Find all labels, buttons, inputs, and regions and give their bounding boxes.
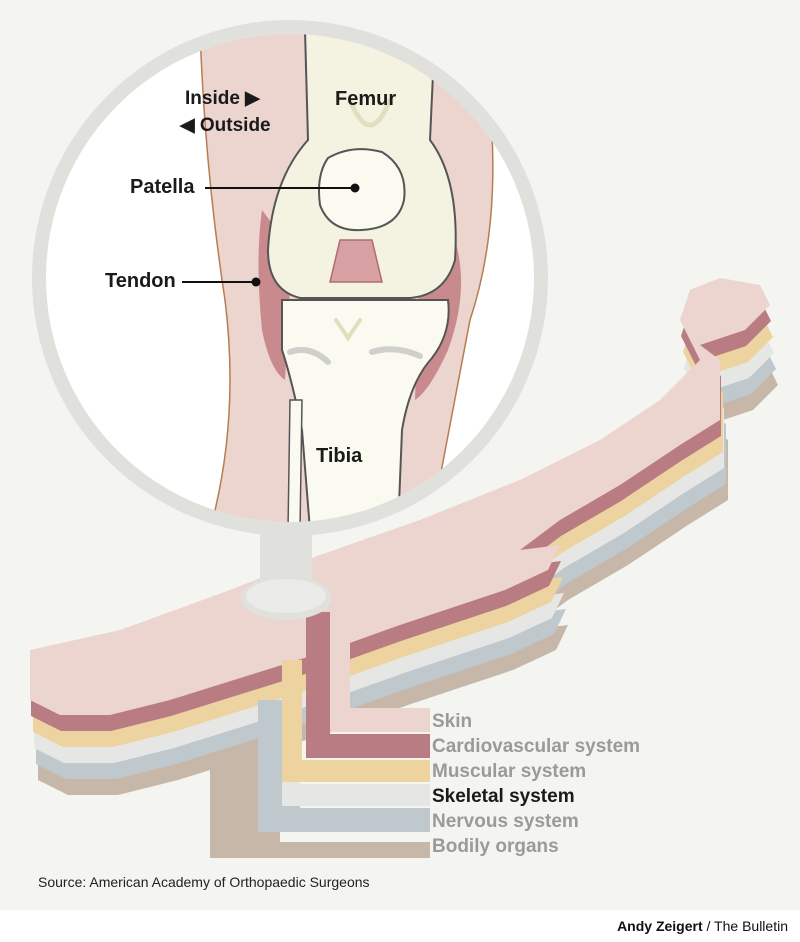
legend-muscular: Muscular system [432,761,586,782]
fibula-bone [287,399,303,522]
credit-author: Andy Zeigert [617,918,703,934]
legend-skin: Skin [432,711,472,732]
legend-nervous: Nervous system [432,811,579,832]
label-femur: Femur [335,88,396,110]
label-tendon: Tendon [105,270,176,292]
label-leaders [182,183,360,287]
source-note: Source: American Academy of Orthopaedic … [38,874,370,890]
legend-bodily-organs: Bodily organs [432,836,559,857]
layer-legend: Skin Cardiovascular system Muscular syst… [432,711,640,857]
label-patella: Patella [130,176,195,198]
credit-outlet: / The Bulletin [706,918,788,934]
knee-ligament [329,239,383,283]
credit-line: Andy Zeigert / The Bulletin [617,918,788,934]
legend-cardiovascular: Cardiovascular system [432,736,640,757]
legend-leaders [210,590,430,858]
patella-bone [318,148,406,232]
credit-bar [0,910,800,942]
label-tibia: Tibia [316,445,363,467]
label-inside: Inside ▶ [185,88,261,109]
legend-skeletal: Skeletal system [432,786,575,807]
label-outside: ◀ Outside [179,115,271,136]
magnifier-lens [32,20,548,536]
